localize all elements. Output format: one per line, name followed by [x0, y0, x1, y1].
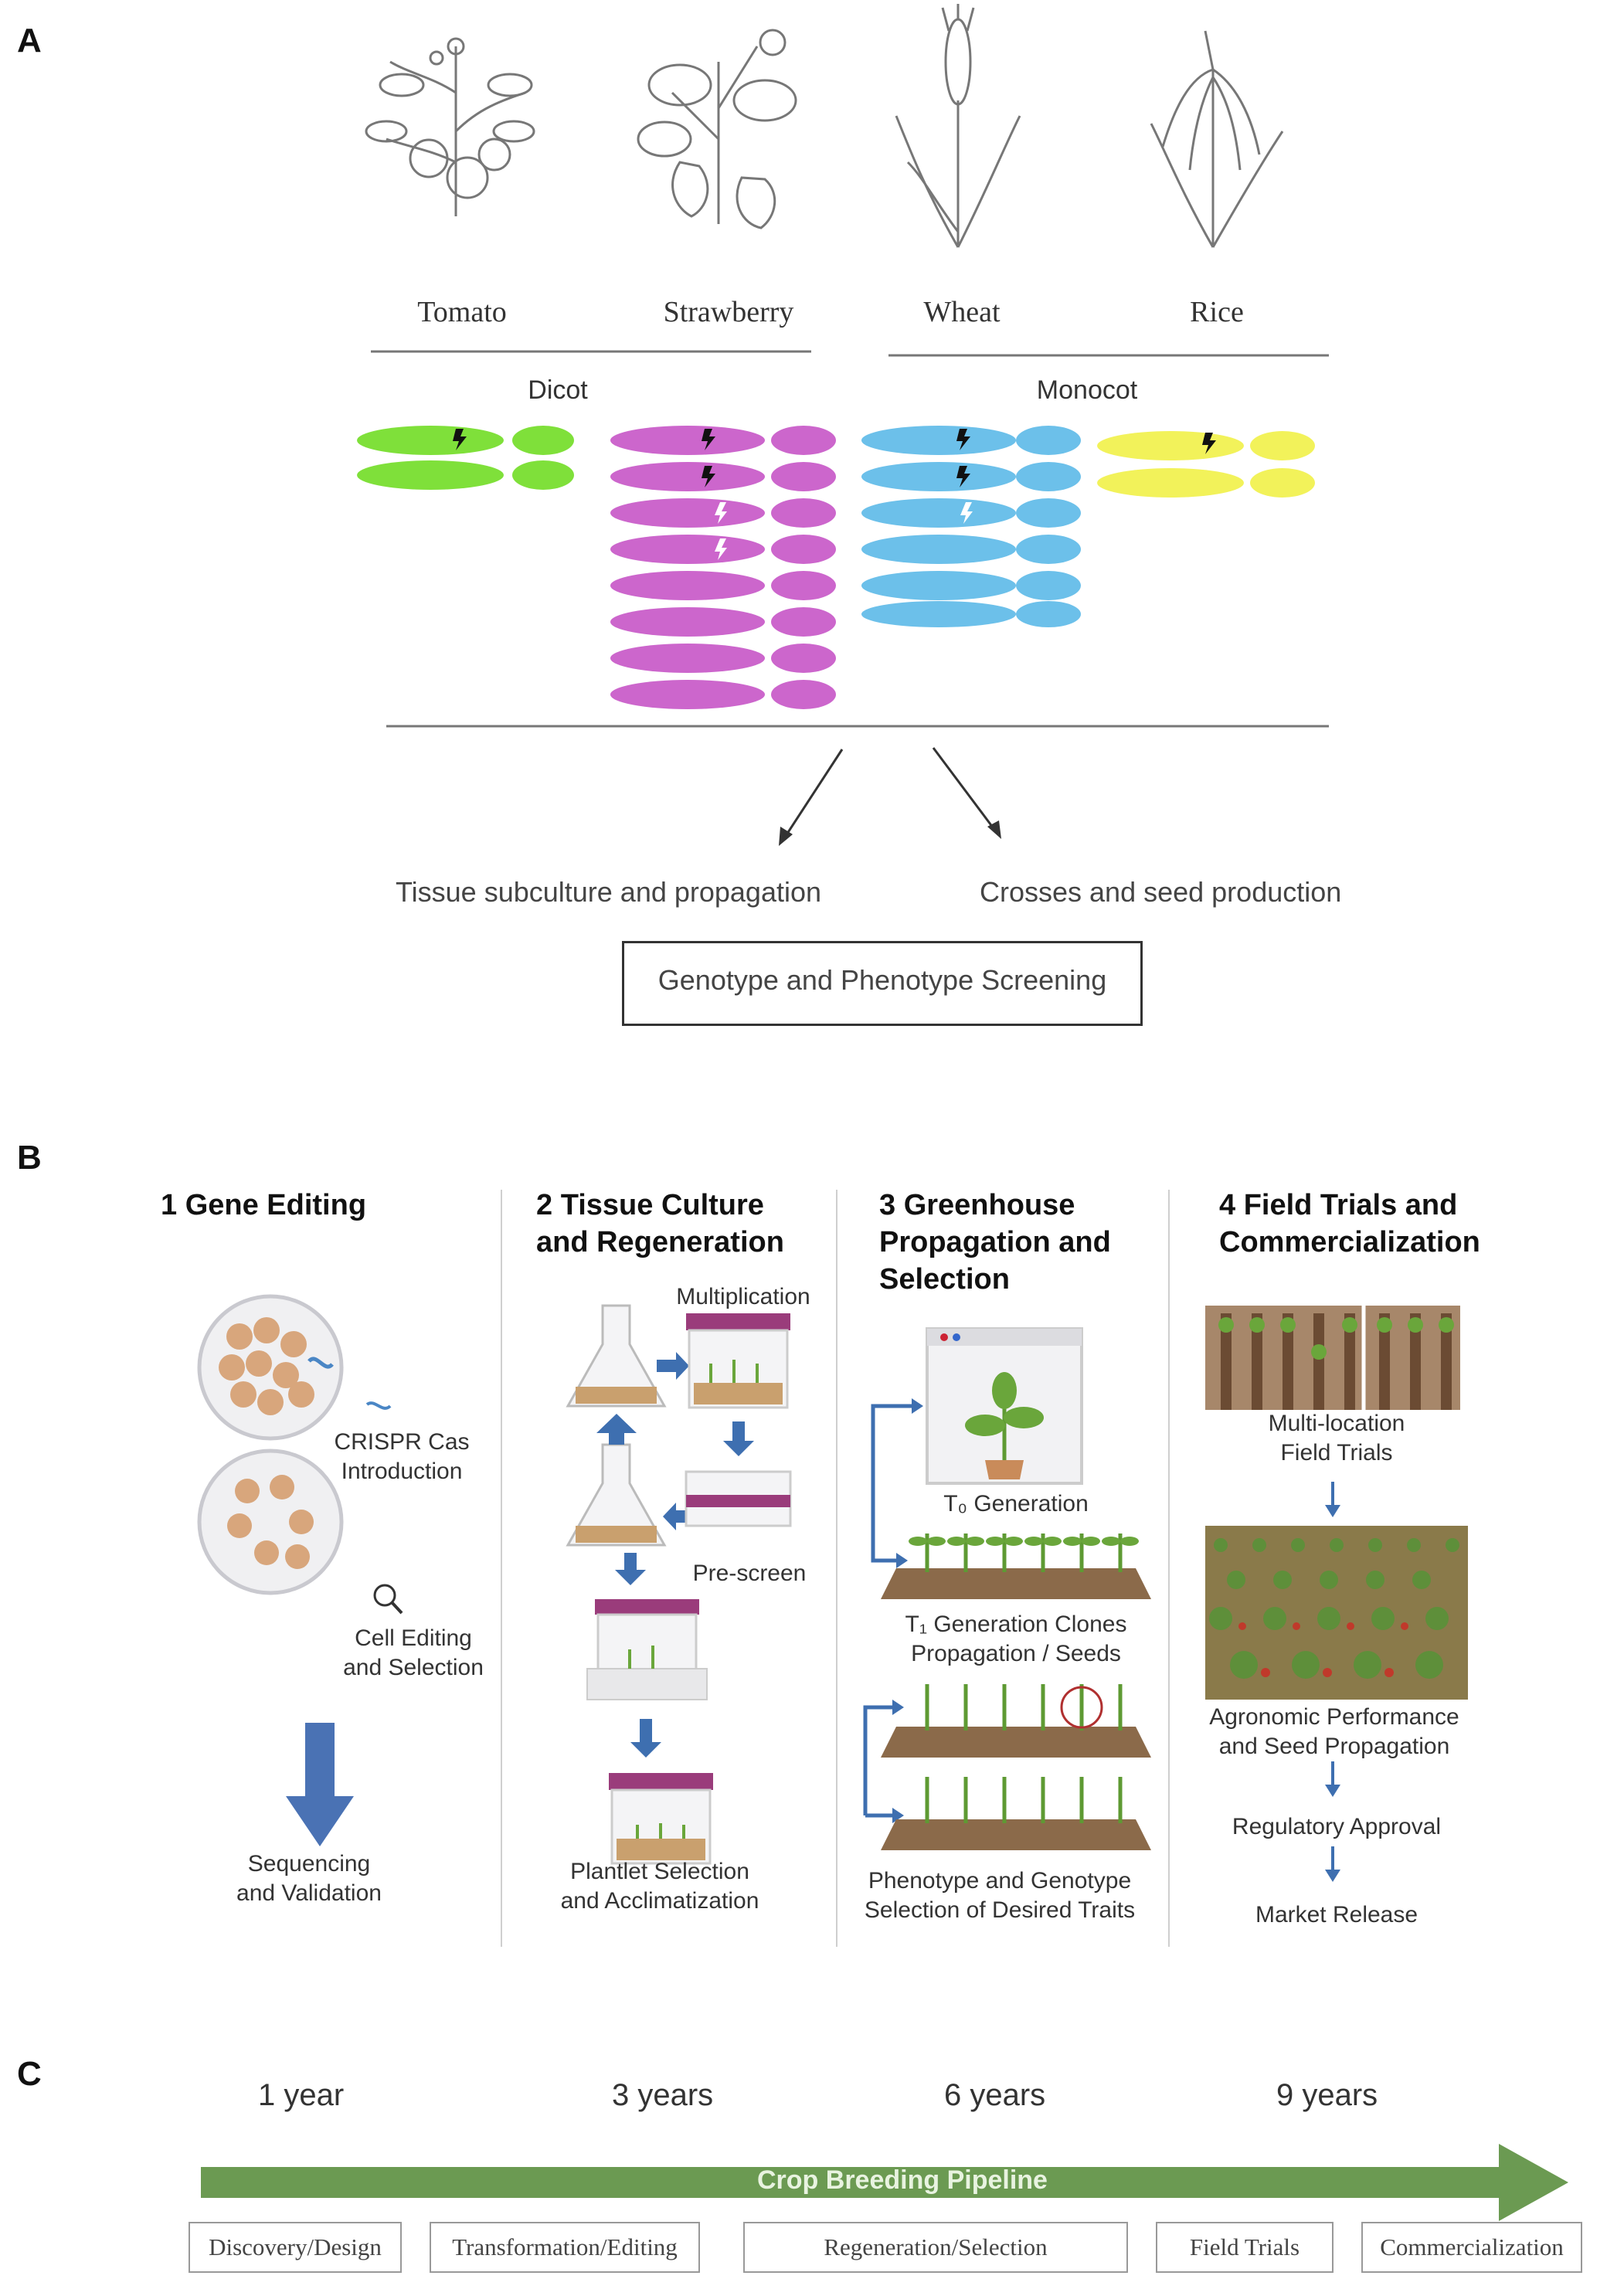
year-6: 6 years [944, 2078, 1046, 2112]
left-arrow-icon [663, 1503, 695, 1530]
pipeline-label: Crop Breeding Pipeline [757, 2165, 1048, 2195]
t0-label: T₀ Generation [943, 1491, 1089, 1517]
tomato-plant-icon [365, 37, 535, 216]
petri-dish-icon [197, 1449, 344, 1595]
multi-location-caption: Multi-location Field Trials [1268, 1411, 1405, 1466]
screening-box: Genotype and Phenotype Screening [622, 941, 1143, 1026]
dna-icon [307, 1357, 334, 1369]
crispr-icon [365, 1401, 392, 1410]
panel-c-letter: C [17, 2055, 42, 2093]
tomato-label: Tomato [417, 296, 507, 328]
tomato-chromosomes [357, 426, 574, 490]
plantlet-caption: Plantlet Selection and Acclimatization [560, 1859, 759, 1914]
rice-plant-icon [1150, 30, 1284, 248]
panel-a-letter: A [17, 22, 42, 59]
cell-editing-caption: Cell Editing and Selection [343, 1625, 484, 1680]
col2-title: 2 Tissue Culture and Regeneration [536, 1189, 784, 1258]
soil-tray-icon [881, 1568, 1151, 1599]
wheat-label: Wheat [923, 296, 1001, 328]
multiplication-label: Multiplication [676, 1284, 810, 1309]
year-3: 3 years [612, 2078, 714, 2112]
prescreen-label: Pre-screen [692, 1561, 807, 1586]
tissue-subculture-label: Tissue subculture and propagation [396, 876, 822, 908]
column-divider [836, 1190, 837, 1947]
pipeline-arrow-icon [201, 2144, 1568, 2221]
crispr-caption: CRISPR Cas Introduction [334, 1429, 470, 1484]
selection-circle-icon [1060, 1686, 1103, 1729]
year-1: 1 year [258, 2078, 345, 2112]
column-divider [501, 1190, 502, 1947]
panel-b-letter: B [17, 1139, 42, 1177]
stage-field-trials: Field Trials [1156, 2222, 1334, 2273]
col4-title: 4 Field Trials and Commercialization [1219, 1189, 1480, 1258]
t1-caption: T₁ Generation Clones Propagation / Seeds [905, 1612, 1127, 1666]
strawberry-label: Strawberry [663, 296, 794, 328]
panel-a-illustration [357, 4, 1329, 846]
strawberry-plant-icon [637, 29, 797, 229]
col1-title: 1 Gene Editing [161, 1189, 367, 1221]
stage-commercialization: Commercialization [1361, 2222, 1582, 2273]
soil-tray-icon [881, 1727, 1151, 1758]
edit-mark-icons [453, 429, 1216, 487]
tissue-culture-illustration [566, 1304, 792, 1865]
flask-icon [566, 1304, 667, 1408]
stage-regeneration: Regeneration/Selection [743, 2222, 1128, 2273]
down-arrow-icon [305, 1723, 335, 1800]
rice-chromosomes [1097, 431, 1315, 498]
greenhouse-illustration [863, 1327, 1151, 1850]
gene-editing-illustration [197, 1294, 403, 1846]
field-trials-illustration [1205, 1306, 1468, 1882]
year-9: 9 years [1276, 2078, 1378, 2112]
soil-tray-icon [881, 1819, 1151, 1850]
monocot-label: Monocot [1036, 375, 1138, 405]
sequencing-caption: Sequencing and Validation [236, 1851, 382, 1906]
phenotype-caption: Phenotype and Genotype Selection of Desi… [864, 1868, 1136, 1923]
wheat-chromosomes [861, 426, 1081, 627]
flask-icon [566, 1443, 667, 1547]
magnifier-icon [373, 1584, 396, 1607]
wheat-plant-icon [895, 4, 1021, 248]
market-label: Market Release [1255, 1902, 1418, 1927]
up-arrow-icon [596, 1414, 637, 1445]
rice-label: Rice [1190, 296, 1244, 328]
right-arrow-icon [657, 1352, 689, 1380]
stage-discovery: Discovery/Design [189, 2222, 402, 2273]
column-divider [1168, 1190, 1170, 1947]
agronomic-caption: Agronomic Performance and Seed Propagati… [1209, 1704, 1459, 1759]
col3-title: 3 Greenhouse Propagation and Selection [879, 1189, 1111, 1296]
regulatory-label: Regulatory Approval [1232, 1814, 1442, 1839]
dicot-label: Dicot [528, 375, 588, 405]
strawberry-chromosomes [610, 426, 836, 709]
stage-transformation: Transformation/Editing [430, 2222, 700, 2273]
crosses-seed-label: Crosses and seed production [980, 876, 1342, 908]
